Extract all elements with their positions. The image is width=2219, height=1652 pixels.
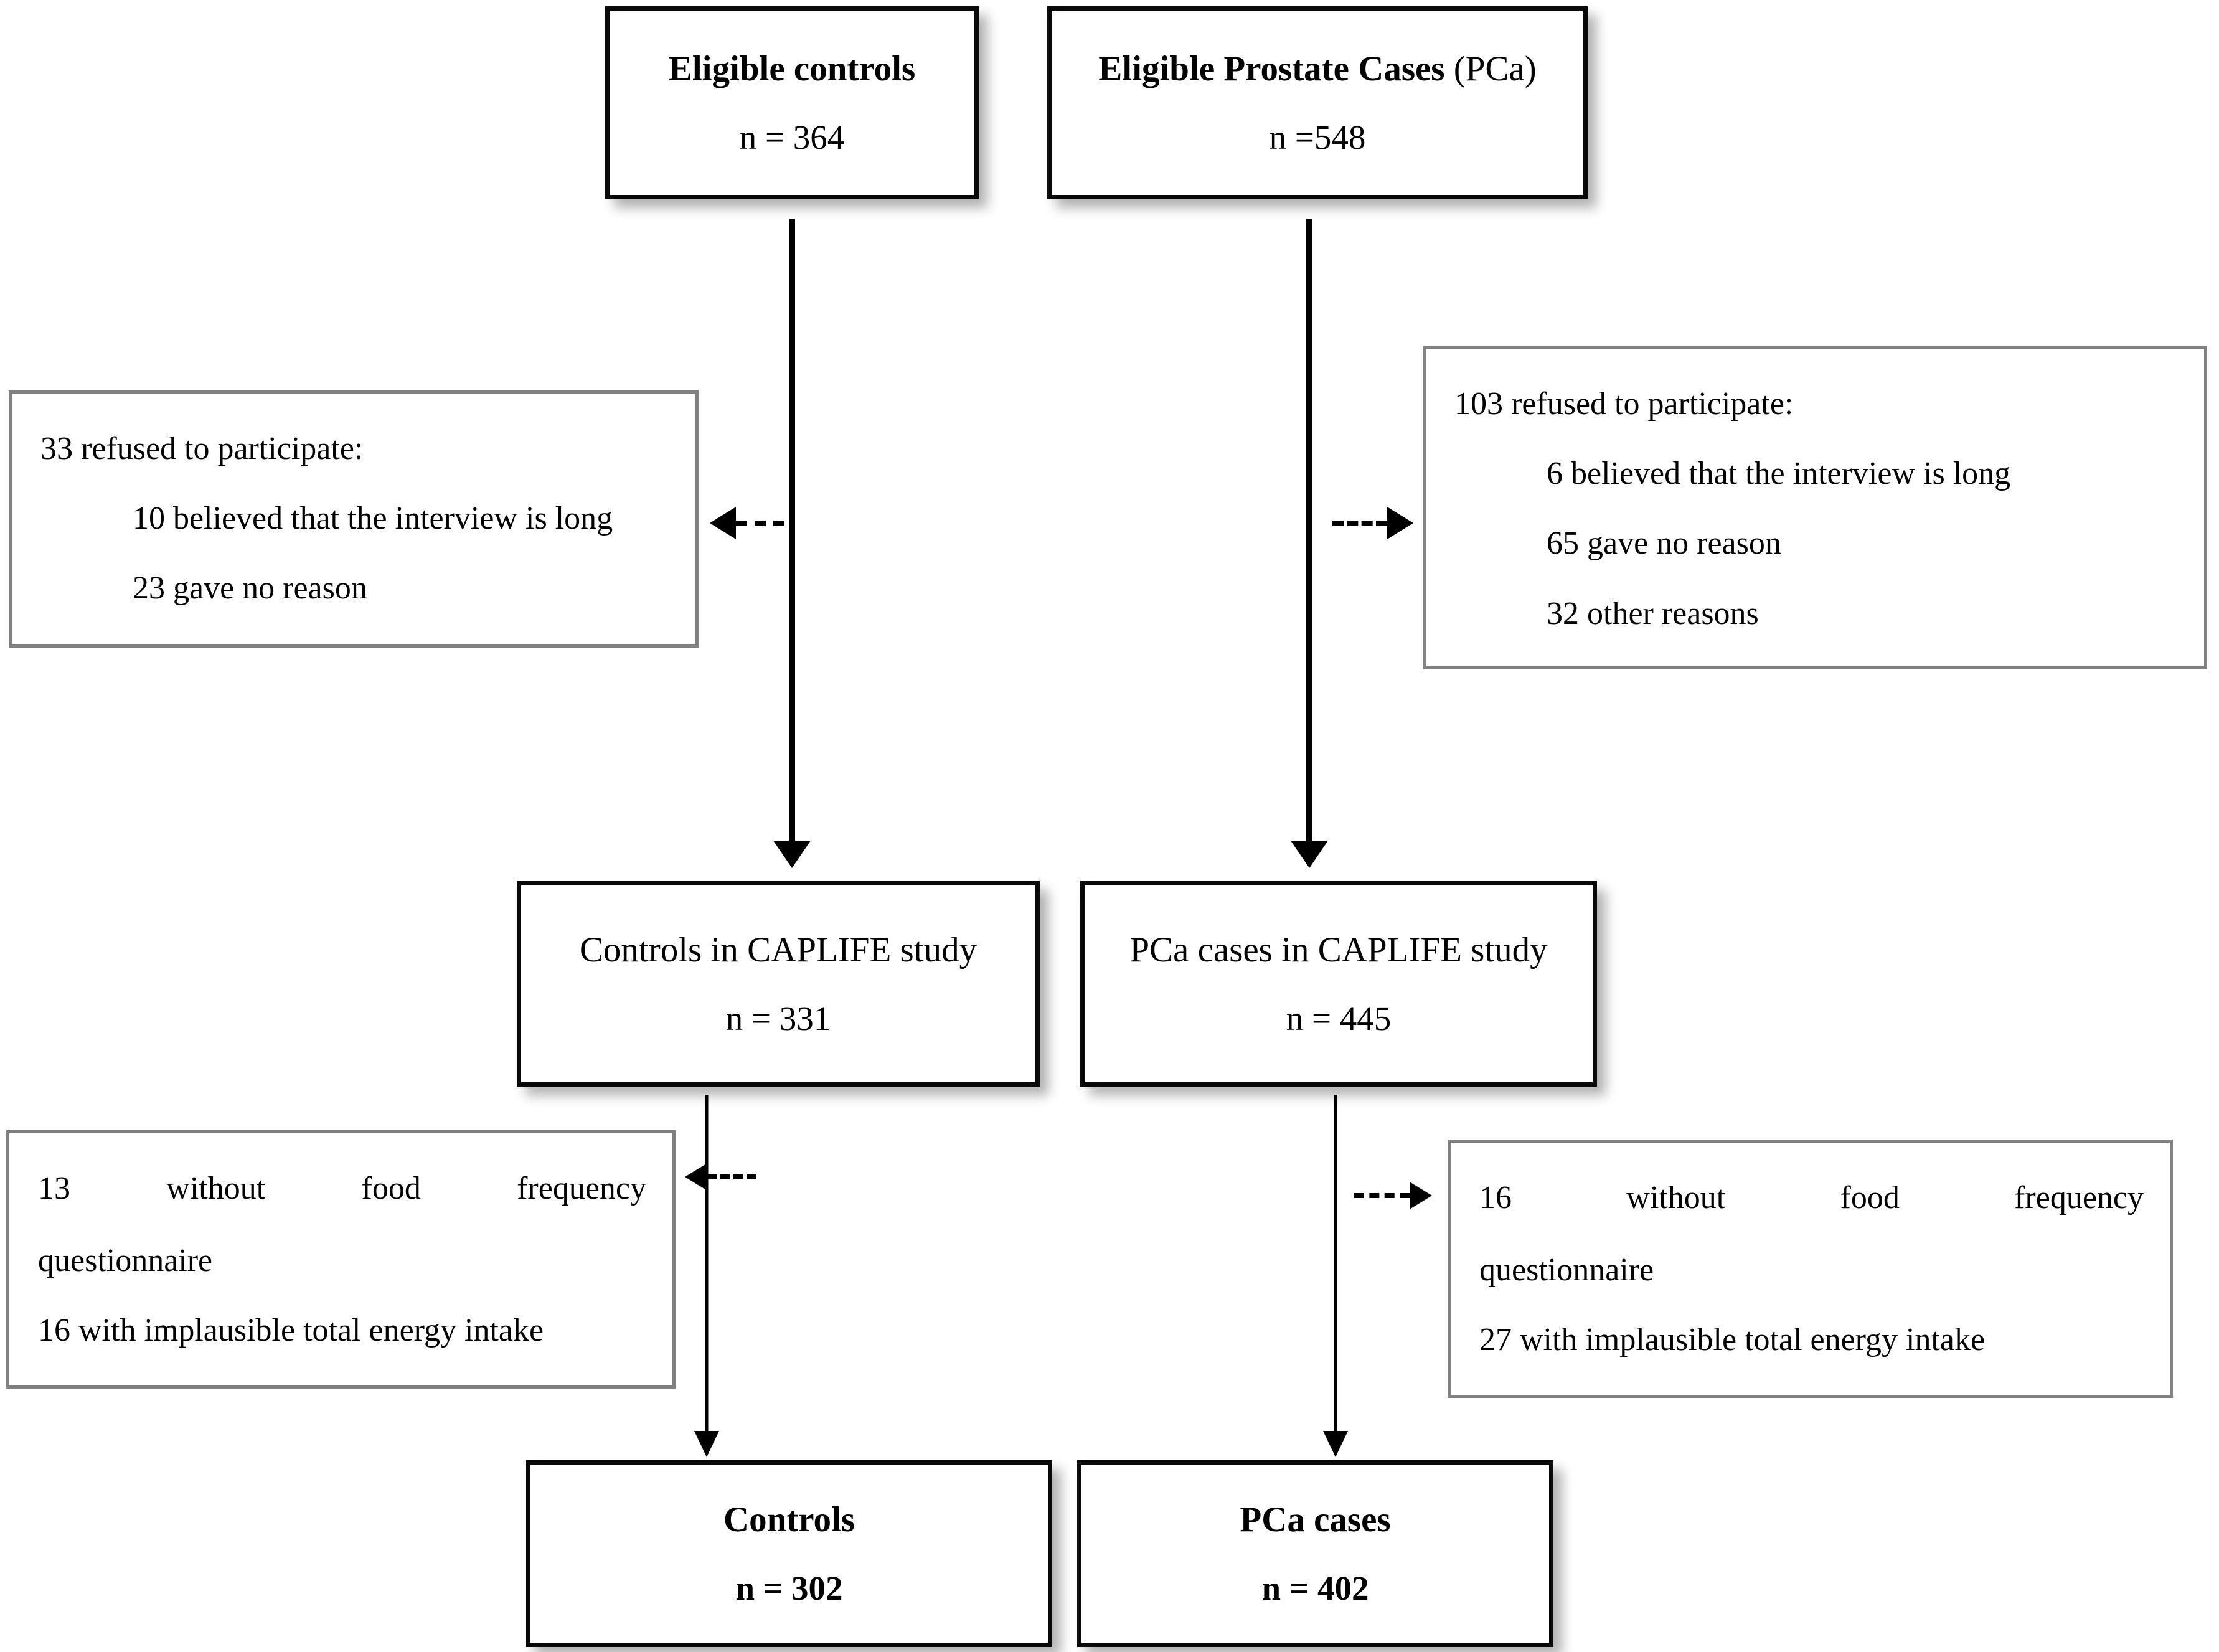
node-controls-caplife: Controls in CAPLIFE study n = 331	[517, 881, 1040, 1087]
exclusion-cases-diet: 16 without food frequency questionnaire …	[1448, 1140, 2173, 1398]
arrow-head	[694, 1431, 719, 1457]
dashed-line	[736, 520, 784, 526]
node-final-cases-count: n = 402	[1261, 1569, 1369, 1608]
dashed-arrow-cases-refused	[1332, 507, 1413, 539]
exclusion-controls-refused-header: 33 refused to participate:	[40, 431, 364, 466]
arrow-shaft	[1334, 1095, 1337, 1431]
arrow-shaft	[1306, 219, 1312, 843]
arrow-controls-caplife-to-final	[694, 1095, 719, 1457]
node-eligible-cases: Eligible Prostate Cases (PCa) n =548	[1047, 6, 1588, 199]
arrow-shaft	[705, 1095, 709, 1431]
dashed-line	[1354, 1193, 1410, 1198]
exclusion-cases-refused: 103 refused to participate: 6 believed t…	[1423, 346, 2207, 669]
exclusion-controls-diet-line-1: 13 without food frequency	[38, 1171, 646, 1206]
node-cases-caplife: PCa cases in CAPLIFE study n = 445	[1080, 881, 1597, 1087]
exclusion-cases-refused-reason-1: 65 gave no reason	[1547, 526, 1781, 562]
node-controls-caplife-title: Controls in CAPLIFE study	[579, 930, 978, 970]
exclusion-controls-refused: 33 refused to participate: 10 believed t…	[9, 390, 699, 648]
node-cases-caplife-title: PCa cases in CAPLIFE study	[1129, 930, 1548, 970]
arrow-head	[1291, 841, 1328, 868]
exclusion-controls-diet: 13 without food frequency questionnaire …	[6, 1130, 676, 1389]
node-eligible-controls-title: Eligible controls	[668, 49, 916, 88]
arrow-cases-caplife-to-final	[1323, 1095, 1348, 1457]
node-final-controls-title: Controls	[723, 1499, 855, 1539]
dashed-line	[1332, 520, 1387, 526]
arrow-cases-eligible-to-caplife	[1291, 219, 1328, 868]
arrow-head-right-icon	[1387, 507, 1413, 539]
node-eligible-controls: Eligible controls n = 364	[605, 6, 979, 199]
node-final-cases: PCa cases n = 402	[1077, 1460, 1553, 1647]
dashed-arrow-controls-diet	[685, 1162, 756, 1192]
exclusion-controls-diet-line-2: questionnaire	[38, 1243, 213, 1279]
arrow-head-left-icon	[710, 507, 736, 539]
node-eligible-controls-count: n = 364	[739, 118, 845, 157]
node-cases-caplife-count: n = 445	[1286, 999, 1392, 1038]
exclusion-controls-refused-reason-0: 10 believed that the interview is long	[133, 501, 613, 537]
exclusion-cases-diet-line-2: questionnaire	[1479, 1252, 1654, 1288]
exclusion-cases-refused-reason-2: 32 other reasons	[1547, 595, 1759, 631]
node-final-controls: Controls n = 302	[526, 1460, 1052, 1647]
dashed-line	[707, 1174, 756, 1179]
arrow-shaft	[789, 219, 795, 843]
node-eligible-cases-count: n =548	[1269, 118, 1366, 157]
exclusion-cases-diet-line-1: 16 without food frequency	[1479, 1180, 2144, 1215]
arrow-head-left-icon	[685, 1163, 707, 1191]
exclusion-cases-refused-header: 103 refused to participate:	[1454, 386, 1794, 422]
exclusion-cases-diet-line-3: 27 with implausible total energy intake	[1479, 1322, 1986, 1358]
node-eligible-cases-abbrev: (PCa)	[1453, 49, 1537, 88]
arrow-head	[773, 841, 811, 868]
dashed-arrow-controls-refused	[710, 507, 784, 539]
arrow-head	[1323, 1431, 1348, 1457]
node-final-controls-count: n = 302	[735, 1569, 843, 1608]
node-eligible-cases-title: Eligible Prostate Cases (PCa)	[1098, 49, 1537, 88]
node-controls-caplife-count: n = 331	[725, 999, 831, 1038]
arrow-controls-eligible-to-caplife	[773, 219, 811, 868]
node-final-cases-title: PCa cases	[1240, 1499, 1391, 1539]
dashed-arrow-cases-diet	[1354, 1181, 1432, 1211]
arrow-head-right-icon	[1410, 1182, 1432, 1209]
exclusion-controls-refused-reason-1: 23 gave no reason	[133, 570, 367, 607]
exclusion-cases-refused-reason-0: 6 believed that the interview is long	[1547, 456, 2011, 492]
exclusion-controls-diet-line-3: 16 with implausible total energy intake	[38, 1313, 544, 1349]
